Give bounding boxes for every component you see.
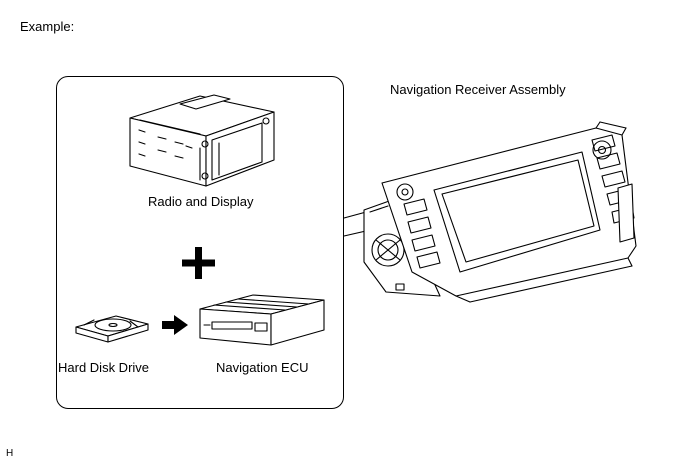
figure-id: H <box>6 448 14 459</box>
nav-ecu-label: Navigation ECU <box>216 360 309 375</box>
arrow-right-icon <box>162 315 188 335</box>
receiver-assembly-illustration <box>363 121 637 303</box>
radio-display-label: Radio and Display <box>148 194 254 209</box>
callout-box <box>56 76 344 409</box>
receiver-label: Navigation Receiver Assembly <box>390 82 566 97</box>
radio-display-illustration <box>129 94 275 187</box>
example-label: Example: <box>20 19 75 34</box>
nav-ecu-illustration <box>199 294 325 346</box>
hard-disk-illustration <box>75 315 149 343</box>
hard-disk-label: Hard Disk Drive <box>58 360 150 375</box>
plus-icon <box>182 247 215 279</box>
